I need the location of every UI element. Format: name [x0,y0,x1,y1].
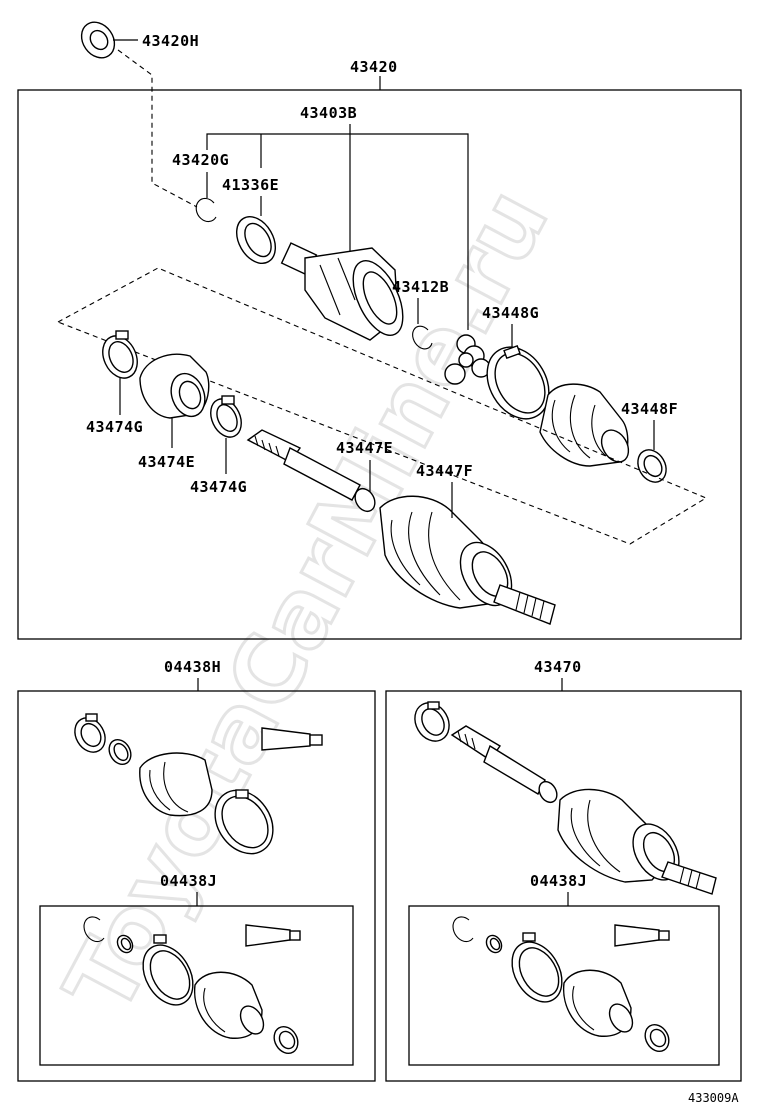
label-43403B[interactable]: 43403B [300,104,357,122]
snap-ring-icon [452,916,474,943]
drive-shaft-icon [450,725,717,895]
label-43412B[interactable]: 43412B [392,278,449,296]
grease-tube-icon [245,924,301,947]
drive-shaft-icon [246,429,556,625]
label-43474G-b[interactable]: 43474G [190,478,247,496]
boot-clamp-icon [273,1025,299,1055]
boot-icon [139,353,210,419]
boot-icon [562,969,634,1037]
boot-clamp-icon [214,789,274,855]
boot-icon [139,752,213,817]
label-43420G[interactable]: 43420G [172,151,229,169]
boot-clamp-icon [637,449,667,483]
kit-04438J-right-frame [408,905,720,1066]
label-43474E[interactable]: 43474E [138,453,195,471]
snap-ring-icon [412,325,433,350]
kit-04438J-left-frame [39,905,354,1066]
boot-clamp-icon [486,344,550,420]
oil-seal-icon [80,21,116,59]
joint-housing-icon [280,242,404,341]
boot-clamp-icon [210,395,242,438]
snap-ring-icon [485,934,503,954]
label-04438H[interactable]: 04438H [164,658,221,676]
boot-clamp-icon [644,1023,670,1053]
boot-clamp-icon [414,701,450,742]
o-ring-icon [235,216,277,264]
label-43448F[interactable]: 43448F [621,400,678,418]
boot-icon [539,383,630,467]
label-41336E[interactable]: 41336E [222,176,279,194]
label-43474G-a[interactable]: 43474G [86,418,143,436]
label-43470[interactable]: 43470 [534,658,582,676]
boot-clamp-icon [102,330,138,379]
boot-clamp-icon [142,934,194,1006]
boot-clamp-icon [74,713,106,753]
boot-clamp-icon [511,932,563,1003]
boot-clamp-icon [108,738,132,766]
boot-icon [193,971,265,1039]
label-43447E[interactable]: 43447E [336,439,393,457]
snap-ring-icon [83,916,105,943]
grease-tube-icon [614,924,670,947]
boot-kit-outline [56,267,708,545]
label-43420[interactable]: 43420 [350,58,398,76]
snap-ring-icon [116,934,134,954]
diagram-reference: 433009A [688,1091,739,1105]
snap-ring-icon [195,197,217,223]
label-04438J-right[interactable]: 04438J [530,872,587,890]
tripod-joint-icon [444,334,491,385]
label-04438J-left[interactable]: 04438J [160,872,217,890]
label-43420H[interactable]: 43420H [142,32,199,50]
label-43447F[interactable]: 43447F [416,462,473,480]
kit-04438H-frame [17,690,376,1082]
kit-43470-frame [385,690,742,1082]
label-43448G[interactable]: 43448G [482,304,539,322]
grease-tube-icon [261,727,323,751]
